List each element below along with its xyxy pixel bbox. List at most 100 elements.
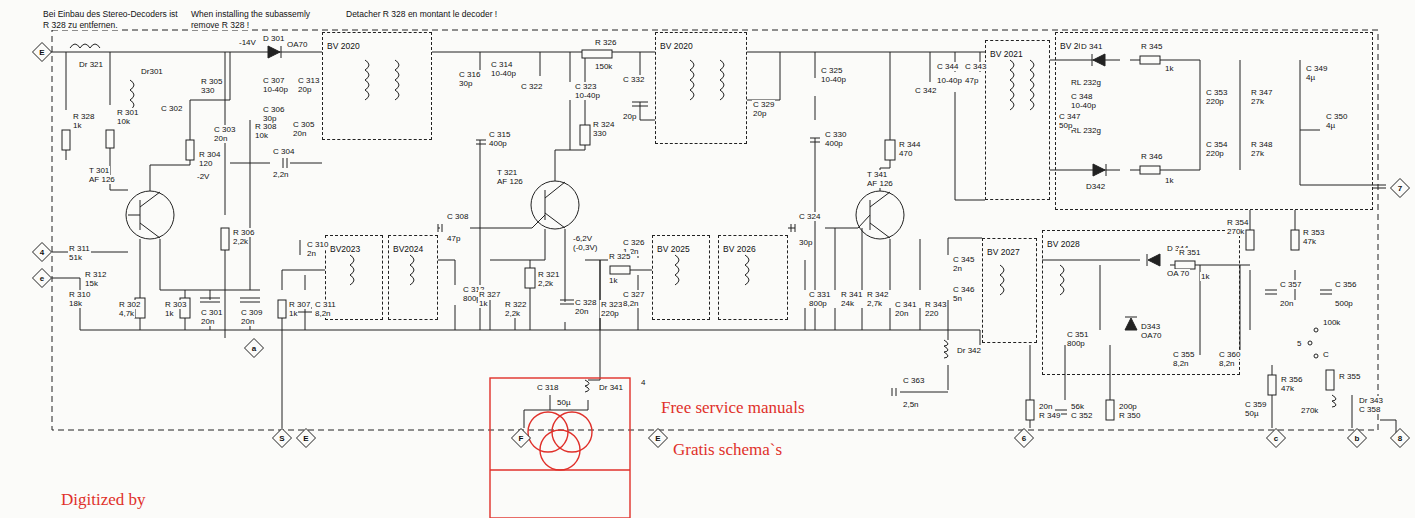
- component-label: C 307: [262, 76, 285, 85]
- component-label: R 321: [537, 270, 560, 279]
- component-label: 20n: [1279, 299, 1294, 308]
- component-label: 2n: [306, 249, 317, 258]
- component-label: C 322: [520, 82, 543, 91]
- component-label: 1k: [478, 299, 488, 308]
- subassembly-box: BV 2021: [985, 40, 1050, 200]
- component-label: 8,2n: [622, 299, 640, 308]
- component-label: C 326: [622, 238, 645, 247]
- component-label: 51k: [68, 253, 83, 262]
- component-label: R 302: [118, 300, 141, 309]
- terminal-diamond: F: [507, 428, 535, 448]
- component-label: C 328: [574, 298, 597, 307]
- component-label: R 346: [1140, 152, 1163, 161]
- component-label: AF 126: [88, 175, 116, 184]
- subassembly-label: BV 2020: [326, 42, 361, 51]
- component-label: R 344: [898, 140, 921, 149]
- component-label: C 357: [1279, 280, 1302, 289]
- component-label: C 342: [914, 86, 937, 95]
- component-label: 4µ: [1305, 73, 1316, 82]
- terminal-label: b: [1343, 434, 1371, 443]
- component-label: C 324: [798, 212, 821, 221]
- terminal-label: E: [644, 434, 672, 443]
- component-label: 30p: [262, 114, 277, 123]
- subassembly-label: BV 2025: [656, 245, 691, 254]
- component-label: R 323: [600, 300, 623, 309]
- component-label: 1k: [72, 121, 82, 130]
- component-label: C 332: [622, 75, 645, 84]
- component-label: OA70: [1140, 331, 1162, 340]
- component-label: Dr 342: [956, 346, 982, 355]
- subassembly-label: BV 2028: [1046, 240, 1081, 249]
- component-label: 800p: [808, 299, 828, 308]
- subassembly-box: BV 2028: [1042, 230, 1240, 375]
- terminal-diamond: 7: [1386, 178, 1414, 198]
- terminal-diamond: S: [268, 428, 296, 448]
- component-label: 330: [200, 86, 215, 95]
- component-label: C 303: [213, 125, 236, 134]
- component-label: 56k: [1070, 402, 1085, 411]
- component-label: 47k: [1302, 237, 1317, 246]
- component-label: C 354: [1205, 140, 1228, 149]
- component-label: -6,2V: [572, 234, 593, 243]
- component-label: C 306: [262, 105, 285, 114]
- component-label: C 315: [488, 130, 511, 139]
- component-label: 2,2k: [537, 279, 554, 288]
- component-label: C 327: [622, 290, 645, 299]
- terminal-label: F: [507, 434, 535, 443]
- subassembly-box: BV 2020: [655, 32, 747, 144]
- component-label: C 330: [824, 130, 847, 139]
- component-label: R 310: [68, 290, 91, 299]
- component-label: AF 126: [866, 179, 894, 188]
- component-label: C 356: [1334, 280, 1357, 289]
- component-label: 2,2k: [504, 309, 521, 318]
- component-label: R 301: [116, 108, 139, 117]
- component-label: 20p: [297, 85, 312, 94]
- terminal-diamond: 8: [1386, 428, 1414, 448]
- component-label: R 350: [1118, 411, 1141, 420]
- component-label: R 354: [1226, 218, 1249, 227]
- component-label: D 341: [1080, 42, 1103, 51]
- component-label: C 351: [1066, 330, 1089, 339]
- wire-connector: [1373, 188, 1386, 189]
- subassembly-box: BV 2026: [718, 235, 788, 320]
- component-label: 27k: [1250, 149, 1265, 158]
- component-label: R 342: [866, 290, 889, 299]
- component-label: R 305: [200, 77, 223, 86]
- note-text: When installing the subassemly: [190, 10, 311, 19]
- component-label: RL 232g: [1070, 78, 1102, 87]
- subassembly-box: BV 2025: [652, 235, 710, 320]
- terminal-diamond: 4: [28, 242, 56, 262]
- component-label: -2V: [196, 172, 210, 181]
- component-label: T 321: [496, 168, 518, 177]
- subassembly-label: BV 2020: [659, 42, 694, 51]
- component-label: C 359: [1244, 400, 1267, 409]
- component-label: 2,2n: [272, 170, 290, 179]
- component-label: 1k: [1200, 272, 1210, 281]
- component-label: 47p: [964, 76, 979, 85]
- component-label: R 349: [1038, 411, 1061, 420]
- component-label: 270k: [1300, 406, 1319, 415]
- component-label: 20n: [240, 317, 255, 326]
- terminal-diamond: 6: [1010, 428, 1038, 448]
- component-label: (-0,3V): [572, 243, 598, 252]
- terminal-diamond: E: [644, 428, 672, 448]
- component-label: C 348: [1070, 92, 1093, 101]
- component-label: 150k: [594, 62, 613, 71]
- component-label: 47p: [446, 234, 461, 243]
- component-label: Dr 341: [598, 383, 624, 392]
- component-label: T 301: [88, 166, 110, 175]
- component-label: 20n: [213, 134, 228, 143]
- component-label: 1k: [164, 309, 174, 318]
- terminal-diamond: a: [240, 338, 268, 358]
- terminal-label: a: [240, 344, 268, 353]
- component-label: 400p: [824, 139, 844, 148]
- component-label: C 346: [952, 285, 975, 294]
- component-label: 5: [1296, 339, 1302, 348]
- component-label: R 348: [1250, 140, 1273, 149]
- component-label: R 311: [68, 244, 91, 253]
- terminal-label: 7: [1386, 184, 1414, 193]
- component-label: 4,7k: [118, 309, 135, 318]
- terminal-diamond: E: [28, 42, 56, 62]
- watermark-logo: [490, 378, 630, 518]
- coil-symbols: [70, 44, 1336, 407]
